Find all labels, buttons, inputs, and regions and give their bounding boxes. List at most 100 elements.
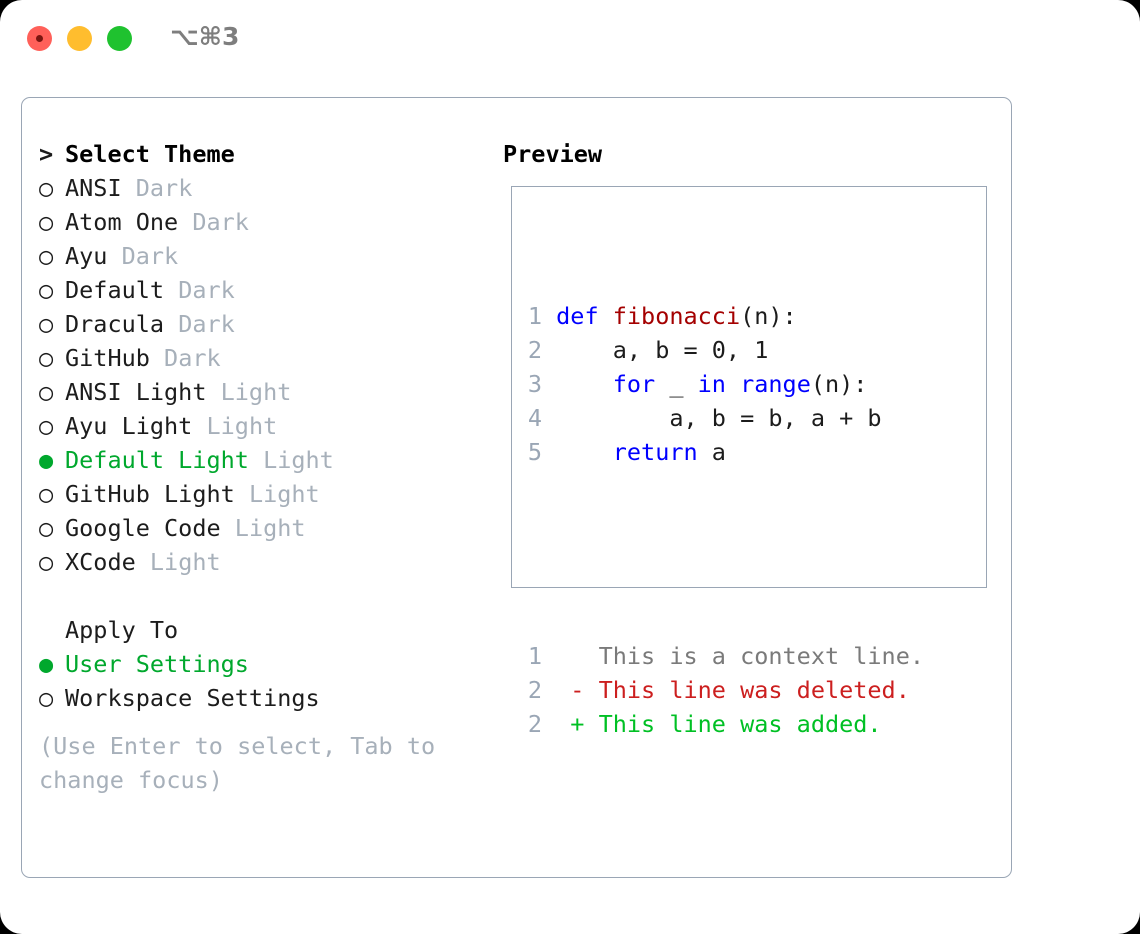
- theme-option-row[interactable]: ○ GitHub Dark: [39, 341, 479, 375]
- diff-line: 1 This is a context line.: [526, 639, 924, 673]
- theme-option-row[interactable]: ○GitHub Light Light: [39, 477, 479, 511]
- line-number: 2: [527, 710, 542, 738]
- label-gap: [107, 242, 121, 270]
- theme-option-label: Ayu Light: [65, 412, 193, 440]
- theme-variant-badge: Dark: [164, 344, 221, 372]
- apply-to-option-label: User Settings: [65, 650, 249, 678]
- code-token-pl: [726, 370, 740, 398]
- radio-unselected-icon[interactable]: ○: [39, 548, 54, 576]
- radio-unselected-icon[interactable]: ○: [39, 174, 54, 202]
- diff-marker: +: [570, 710, 599, 738]
- apply-to-options-list: ● User Settings ○ Workspace Settings: [39, 647, 479, 715]
- label-gap: [221, 514, 235, 542]
- line-number: 5: [527, 438, 542, 466]
- code-diff-gap: [526, 537, 924, 571]
- theme-option-label: Atom One: [65, 208, 179, 236]
- diff-text: This is a context line.: [598, 642, 925, 670]
- keyboard-hint-text: (Use Enter to select, Tab to change focu…: [39, 732, 436, 794]
- diff-marker: [570, 642, 598, 670]
- apply-to-option-row[interactable]: ○ Workspace Settings: [39, 681, 479, 715]
- theme-options-list: ○ ANSI Dark ○ Atom One Dark ○ Ayu Dark ○ Defaul…: [39, 171, 479, 579]
- code-token-kw: in: [697, 370, 726, 398]
- theme-variant-badge: Light: [234, 514, 306, 542]
- radio-unselected-icon[interactable]: ○: [39, 242, 54, 270]
- radio-unselected-icon[interactable]: ○: [39, 310, 54, 338]
- label-gap: [164, 310, 178, 338]
- title-bar: ⌥⌘3: [0, 0, 1140, 78]
- radio-unselected-icon[interactable]: ○: [39, 684, 54, 712]
- code-token-pl: [556, 370, 613, 398]
- label-gap: [235, 480, 249, 508]
- theme-option-row[interactable]: ○Ayu Light Light: [39, 409, 479, 443]
- theme-variant-badge: Dark: [135, 174, 193, 202]
- theme-variant-badge: Dark: [192, 208, 249, 236]
- theme-option-label: ANSI Light: [65, 378, 207, 406]
- label-gap: [206, 378, 220, 406]
- code-token-pl: (n):: [810, 370, 868, 398]
- theme-option-label: Ayu: [65, 242, 108, 270]
- theme-option-row[interactable]: ○ANSI Light Light: [39, 375, 479, 409]
- apply-to-option-label: Workspace Settings: [65, 684, 320, 712]
- close-window-button[interactable]: [27, 26, 52, 51]
- radio-selected-icon[interactable]: ●: [39, 650, 54, 678]
- diff-text: This line was added.: [598, 710, 882, 738]
- code-line: 5 return a: [526, 435, 924, 469]
- theme-option-row[interactable]: ○Default Dark: [39, 273, 479, 307]
- code-token-pl: (n):: [740, 302, 797, 330]
- radio-unselected-icon[interactable]: ○: [39, 208, 54, 236]
- apply-to-header: Apply To: [65, 616, 179, 644]
- radio-unselected-icon[interactable]: ○: [39, 378, 54, 406]
- diff-block: 1 This is a context line.2 - This line w…: [526, 639, 924, 741]
- line-number-gap: [542, 676, 570, 704]
- radio-selected-icon[interactable]: ●: [39, 446, 54, 474]
- code-token-pl: a, b = 0, 1: [556, 336, 769, 364]
- line-number-gap: [542, 336, 556, 364]
- diff-line: 2 - This line was deleted.: [526, 673, 924, 707]
- theme-option-label: Dracula: [65, 310, 165, 338]
- line-number: 4: [527, 404, 542, 432]
- label-gap: [150, 344, 164, 372]
- theme-selector-panel: >Select Theme ○ANSI Dark○Atom One Dark○A…: [21, 97, 1012, 878]
- code-line: 4 a, b = b, a + b: [526, 401, 924, 435]
- theme-option-row[interactable]: ○ Google Code Light: [39, 511, 479, 545]
- theme-option-row[interactable]: ○ Atom One Dark: [39, 205, 479, 239]
- list-spacer: [39, 579, 479, 613]
- code-token-pl: a, b = b, a + b: [556, 404, 882, 432]
- label-gap: [178, 208, 192, 236]
- theme-option-label: ANSI: [65, 174, 122, 202]
- radio-unselected-icon[interactable]: ○: [39, 412, 54, 440]
- label-gap: [249, 446, 263, 474]
- line-number: 3: [527, 370, 542, 398]
- radio-unselected-icon[interactable]: ○: [39, 276, 54, 304]
- theme-option-label: Default Light: [65, 446, 249, 474]
- radio-unselected-icon[interactable]: ○: [39, 344, 54, 372]
- preview-column: Preview 1 def fibonacci(n):2 a, b = 0, 1…: [502, 137, 1002, 738]
- preview-heading: Preview: [503, 140, 603, 168]
- code-token-pl: a: [697, 438, 726, 466]
- diff-line: 2 + This line was added.: [526, 707, 924, 741]
- apply-to-option-row[interactable]: ● User Settings: [39, 647, 479, 681]
- line-number-gap: [542, 438, 556, 466]
- keyboard-shortcut-label: ⌥⌘3: [170, 22, 240, 51]
- theme-option-row[interactable]: ● Default Light Light: [39, 443, 479, 477]
- select-theme-header-label: Select Theme: [65, 140, 235, 168]
- code-token-pl: [599, 302, 613, 330]
- theme-option-row[interactable]: ○ Dracula Dark: [39, 307, 479, 341]
- label-gap: [122, 174, 136, 202]
- line-number-gap: [542, 302, 556, 330]
- theme-option-label: Default: [65, 276, 165, 304]
- minimize-window-button[interactable]: [67, 26, 92, 51]
- theme-option-label: GitHub: [65, 344, 150, 372]
- theme-option-row[interactable]: ○XCode Light: [39, 545, 479, 579]
- theme-option-row[interactable]: ○ ANSI Dark: [39, 171, 479, 205]
- radio-unselected-icon[interactable]: ○: [39, 480, 54, 508]
- code-token-pl: _: [655, 370, 698, 398]
- maximize-window-button[interactable]: [107, 26, 132, 51]
- theme-variant-badge: Dark: [178, 310, 235, 338]
- theme-option-row[interactable]: ○Ayu Dark: [39, 239, 479, 273]
- theme-list-column: >Select Theme ○ANSI Dark○Atom One Dark○A…: [39, 137, 479, 797]
- radio-unselected-icon[interactable]: ○: [39, 514, 54, 542]
- theme-option-label: Google Code: [65, 514, 221, 542]
- theme-variant-badge: Light: [263, 446, 334, 474]
- code-token-kw: range: [740, 370, 811, 398]
